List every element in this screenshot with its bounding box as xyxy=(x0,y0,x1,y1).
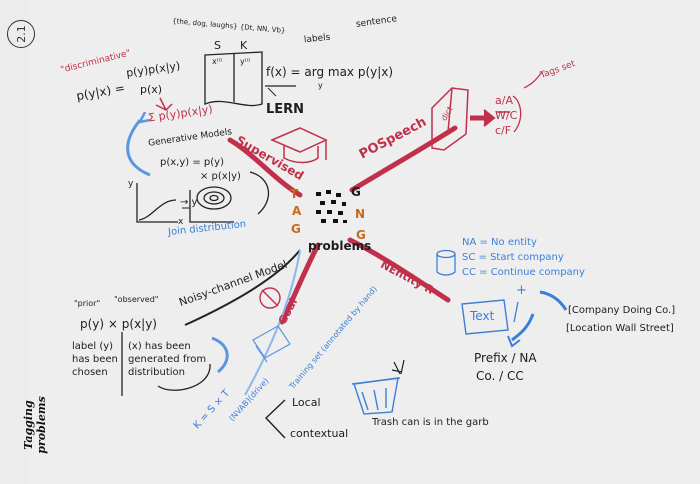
noisy-model-divider xyxy=(121,332,211,396)
argmax-subscript: y xyxy=(318,81,323,90)
prior-label: "prior" xyxy=(74,299,101,308)
column-k: K xyxy=(240,39,248,52)
bayes-denominator: p(x) xyxy=(140,83,163,96)
training-table xyxy=(204,51,263,107)
distribution-sketch xyxy=(136,171,270,223)
learn-label: LERN xyxy=(266,102,305,117)
prefix-tag: Prefix / NA xyxy=(474,351,537,365)
trash-can-icon xyxy=(351,377,401,415)
cell-y: y⁽ⁱ⁾ xyxy=(240,57,251,66)
plus-sign: + xyxy=(516,283,527,298)
tag-letter-t: T xyxy=(290,187,299,201)
trash-sentence: Trash can is in the garb xyxy=(372,417,489,428)
section-number: 2.1 xyxy=(7,20,35,48)
tag-letter-g2: G xyxy=(351,185,361,199)
tag-letter-g3: G xyxy=(356,228,366,242)
center-label: problems xyxy=(308,239,372,253)
page-footer-title: Tagging problems xyxy=(22,396,48,454)
label-chosen-note: label (y) has been chosen xyxy=(72,341,118,378)
local-contextual-bracket xyxy=(265,399,286,439)
co-tag: Co. / CC xyxy=(476,369,524,383)
branch-strokes xyxy=(227,125,458,325)
observed-label: "observed" xyxy=(114,295,159,304)
sketch-arrow-y: → y xyxy=(180,197,198,208)
graduation-cap-icon xyxy=(270,127,328,164)
tag-letter-a: A xyxy=(292,204,302,218)
sketch-axis-x: x xyxy=(178,217,184,227)
location-example: [Location Wall Street] xyxy=(566,323,674,334)
database-icon xyxy=(436,249,456,276)
generative-link-arrow xyxy=(126,119,151,177)
text-box-icon xyxy=(461,299,509,335)
ner-sc-def: SC = Start company xyxy=(462,252,564,263)
column-s: S xyxy=(214,39,221,52)
tag-letter-n: N xyxy=(355,207,366,221)
dictionary-book-icon xyxy=(431,87,469,151)
noisy-formula: p(y) × p(x|y) xyxy=(80,317,157,331)
sketch-axis-y: y xyxy=(128,179,134,189)
ner-na-def: NA = No entity xyxy=(462,237,537,248)
tag-pair-1: a/A xyxy=(495,94,513,107)
tag-letter-g: G xyxy=(291,222,301,236)
local-label: Local xyxy=(292,396,321,409)
text-box-label: Text xyxy=(470,309,495,323)
tag-pair-3: c/F xyxy=(495,124,512,137)
training-book-icon xyxy=(252,325,291,363)
generated-note: (x) has been generated from distribution xyxy=(128,341,207,378)
contextual-label: contextual xyxy=(290,427,349,440)
sparkle-icon xyxy=(391,359,405,375)
argmax-function: f(x) = arg max p(y|x) xyxy=(266,65,394,79)
joint-rhs: × p(x|y) xyxy=(200,171,241,182)
target-icon xyxy=(259,287,281,309)
center-node xyxy=(316,190,347,223)
noisy-branch-stroke xyxy=(184,249,301,326)
training-branch-stroke xyxy=(244,249,301,396)
company-example: [Company Doing Co.] xyxy=(568,305,676,316)
ner-cc-def: CC = Continue company xyxy=(462,267,585,278)
joint-lhs: p(x,y) = p(y) xyxy=(160,157,224,168)
tag-pair-2: W/C xyxy=(495,109,518,122)
cell-x: x⁽ⁱ⁾ xyxy=(212,57,223,66)
